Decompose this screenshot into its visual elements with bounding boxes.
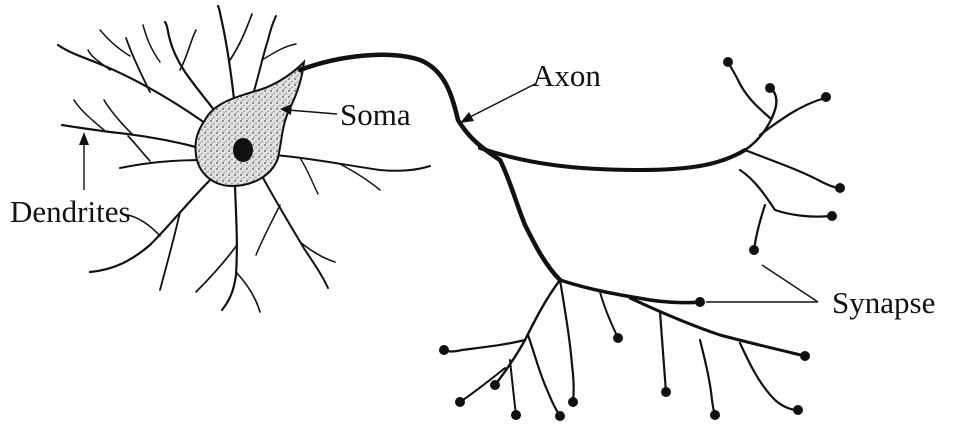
- axon-terminal: [745, 150, 840, 188]
- dendrites-arrowhead: [79, 132, 89, 145]
- synapse-label: Synapse: [832, 285, 935, 320]
- dendrite-branch: [196, 245, 237, 292]
- soma-label: Soma: [340, 97, 411, 132]
- axon-terminal: [728, 62, 770, 118]
- axon-label: Axon: [532, 58, 601, 93]
- dendrite-branch: [120, 160, 205, 168]
- dendrite-branch: [180, 30, 196, 70]
- dendrite-branch: [104, 100, 132, 134]
- soma-pointer: [288, 110, 337, 114]
- axon-terminal: [528, 335, 560, 416]
- nucleus: [233, 138, 253, 162]
- axon-collateral: [630, 298, 805, 356]
- synaptic-bulb: [723, 57, 733, 67]
- axon-pointer: [468, 84, 535, 118]
- dendrite-branch: [126, 38, 150, 92]
- dendrites-label: Dendrites: [10, 194, 131, 229]
- dendrite-branch: [100, 30, 130, 56]
- synaptic-bulb: [835, 183, 845, 193]
- synaptic-bulb: [568, 397, 578, 407]
- dendrite-branch: [143, 25, 160, 62]
- synaptic-bulb: [511, 410, 521, 420]
- synaptic-bulb: [827, 211, 837, 221]
- synaptic-bulb: [613, 333, 623, 343]
- axon-terminal: [754, 205, 765, 250]
- soma-body: [195, 62, 304, 186]
- synaptic-bulb: [749, 245, 759, 255]
- dendrite-branch: [230, 14, 252, 60]
- axon-terminal: [444, 340, 525, 352]
- dendrite-branch: [74, 100, 104, 130]
- synaptic-bulb: [455, 397, 465, 407]
- axon-terminal: [740, 170, 830, 217]
- dendrite-branch: [300, 158, 318, 194]
- axon-terminal: [600, 292, 618, 338]
- axon-terminal: [510, 360, 516, 415]
- dendrite-branch: [256, 205, 280, 255]
- dendrite-branch: [128, 215, 160, 236]
- dendrite-branch: [236, 272, 260, 312]
- axon-terminal: [560, 280, 574, 402]
- synaptic-bulb: [765, 83, 775, 93]
- dendrite-branch: [262, 44, 296, 60]
- label-pointers: [79, 84, 818, 302]
- synaptic-bulb: [439, 345, 449, 355]
- synaptic-bulb: [490, 380, 500, 390]
- axon-collateral: [480, 148, 745, 170]
- axon-terminal: [700, 340, 715, 415]
- axon-arrowhead: [460, 112, 474, 123]
- dendrite-branch: [128, 136, 150, 161]
- dendrite-branch: [275, 155, 430, 171]
- synaptic-bulb: [821, 92, 831, 102]
- axon-main: [300, 55, 560, 280]
- synaptic-bulb: [710, 410, 720, 420]
- dendrite-branch: [58, 45, 212, 128]
- synaptic-bulb: [555, 411, 565, 421]
- synaptic-bulb: [661, 387, 671, 397]
- synaptic-bulb: [800, 351, 810, 361]
- synaptic-bulb: [695, 297, 705, 307]
- synaptic-bulb: [793, 405, 803, 415]
- synapse-pointer: [762, 265, 818, 302]
- axon-terminal: [660, 312, 666, 392]
- synaptic-terminals: [439, 57, 845, 421]
